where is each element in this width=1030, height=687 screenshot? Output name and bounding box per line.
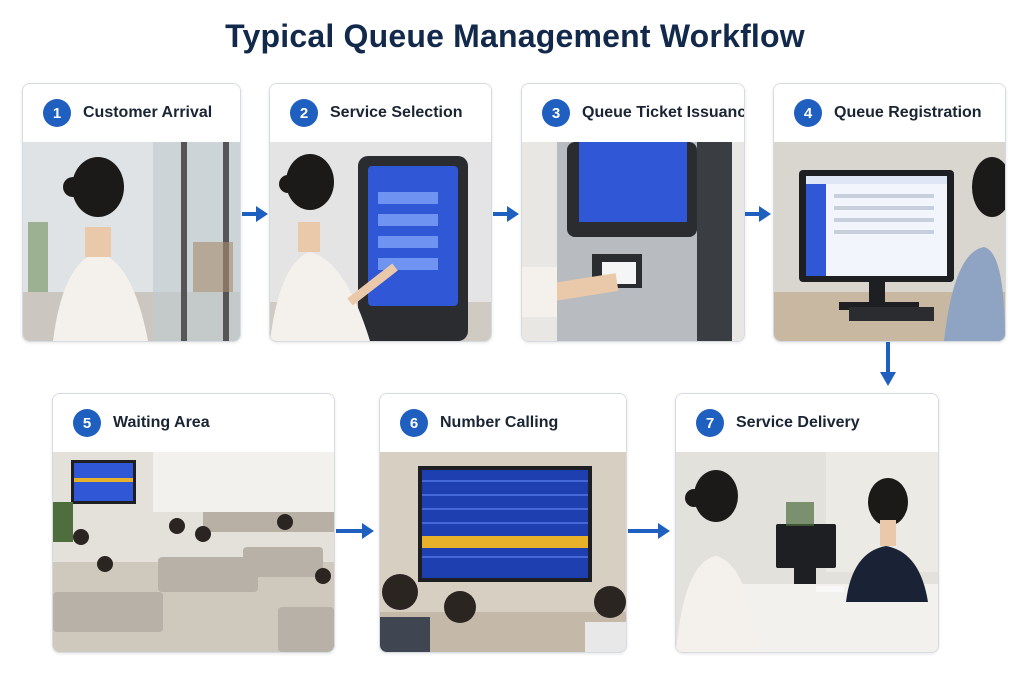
step-number-badge: 7 bbox=[696, 409, 724, 437]
step-card-waiting-area: 5 Waiting Area bbox=[52, 393, 335, 653]
step-label: Queue Registration bbox=[834, 104, 982, 121]
step-card-queue-ticket-issuance: 3 Queue Ticket Issuance bbox=[521, 83, 745, 342]
arrow-right-icon bbox=[493, 206, 519, 222]
step-label: Queue Ticket Issuance bbox=[582, 104, 745, 121]
waiting-area-photo bbox=[53, 452, 334, 652]
arrow-down-icon bbox=[880, 342, 896, 386]
step-number-badge: 1 bbox=[43, 99, 71, 127]
number-calling-photo bbox=[380, 452, 626, 652]
ticket-issuance-photo bbox=[522, 142, 744, 341]
step-number-badge: 2 bbox=[290, 99, 318, 127]
step-card-customer-arrival: 1 Customer Arrival bbox=[22, 83, 241, 342]
queue-registration-photo bbox=[774, 142, 1005, 341]
arrow-right-icon bbox=[628, 523, 670, 539]
service-selection-photo bbox=[270, 142, 491, 341]
diagram-title: Typical Queue Management Workflow bbox=[225, 18, 805, 54]
step-label: Service Delivery bbox=[736, 414, 860, 431]
step-header: 2 Service Selection bbox=[270, 84, 491, 143]
step-card-service-delivery: 7 Service Delivery bbox=[675, 393, 939, 653]
arrow-right-icon bbox=[336, 523, 374, 539]
step-label: Number Calling bbox=[440, 414, 559, 431]
step-header: 4 Queue Registration bbox=[774, 84, 1005, 143]
step-label: Waiting Area bbox=[113, 414, 210, 431]
step-number-badge: 5 bbox=[73, 409, 101, 437]
customer-arrival-photo bbox=[23, 142, 240, 341]
step-header: 3 Queue Ticket Issuance bbox=[522, 84, 744, 143]
step-number-badge: 4 bbox=[794, 99, 822, 127]
step-header: 7 Service Delivery bbox=[676, 394, 938, 453]
step-number-badge: 3 bbox=[542, 99, 570, 127]
arrow-right-icon bbox=[242, 206, 268, 222]
step-number-badge: 6 bbox=[400, 409, 428, 437]
step-card-number-calling: 6 Number Calling bbox=[379, 393, 627, 653]
step-label: Customer Arrival bbox=[83, 104, 213, 121]
step-card-service-selection: 2 Service Selection bbox=[269, 83, 492, 342]
step-header: 1 Customer Arrival bbox=[23, 84, 240, 143]
service-delivery-photo bbox=[676, 452, 938, 652]
step-header: 5 Waiting Area bbox=[53, 394, 334, 453]
step-header: 6 Number Calling bbox=[380, 394, 626, 453]
arrow-right-icon bbox=[745, 206, 771, 222]
step-card-queue-registration: 4 Queue Registration bbox=[773, 83, 1006, 342]
step-label: Service Selection bbox=[330, 104, 463, 121]
